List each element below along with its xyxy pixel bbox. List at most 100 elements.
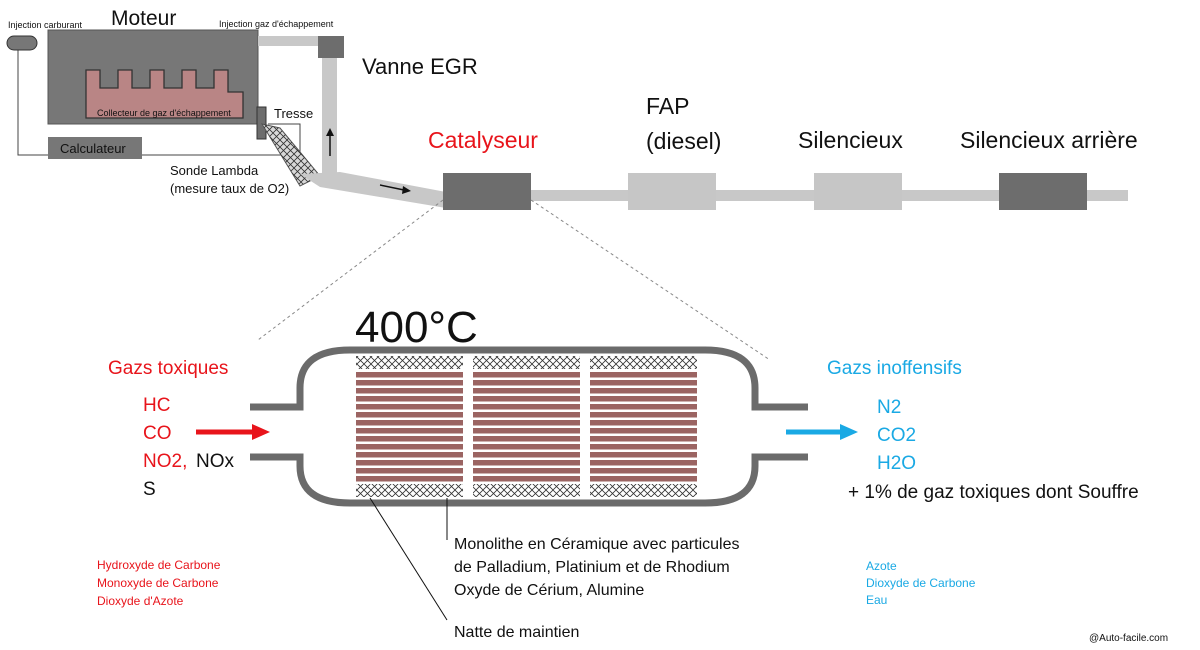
engine-title: Moteur [111, 7, 176, 30]
monolith-channel [590, 436, 697, 442]
harmless-gas-co2: CO2 [877, 425, 916, 446]
monolith-channel [356, 412, 463, 418]
egr-flow-arrow-head [326, 128, 334, 136]
monolith-channel [473, 372, 580, 378]
exhaust-manifold [85, 69, 244, 119]
toxic-gas-no2: NO2, [143, 451, 187, 472]
harmless-name-0: Azote [866, 559, 897, 573]
rear-muffler-label: Silencieux arrière [960, 127, 1138, 153]
monolith-channel [590, 396, 697, 402]
zoom-line-right [530, 199, 771, 361]
monolith-channel [473, 436, 580, 442]
monolith-channel [356, 444, 463, 450]
dpf-sublabel: (diesel) [646, 128, 721, 154]
monolith-channel [473, 428, 580, 434]
monolith-channel [590, 444, 697, 450]
mat-label: Natte de maintien [454, 624, 579, 641]
monolith-channel [356, 372, 463, 378]
toxic-inflow-arrow-head [252, 424, 270, 440]
fuel-injector-icon [6, 35, 38, 51]
egr-circuit [258, 36, 344, 178]
monolith-channel [473, 468, 580, 474]
monolith-channel [590, 372, 697, 378]
catalyst-cutaway [250, 346, 808, 507]
monolith-channel [473, 396, 580, 402]
clean-outflow-arrow-head [840, 424, 858, 440]
catalyst-shell-top [250, 346, 808, 411]
monolith-channel [473, 388, 580, 394]
toxic-gas-s: S [143, 479, 156, 500]
egr-valve-icon [318, 36, 344, 58]
braid-label: Tresse [274, 106, 313, 121]
ecu-box [48, 137, 142, 159]
dpf-label: FAP [646, 93, 689, 119]
retaining-mat-top-0 [356, 356, 463, 369]
catalyst-label: Catalyseur [428, 127, 538, 153]
muffler-label: Silencieux [798, 127, 903, 153]
temperature-label: 400°C [355, 303, 478, 352]
fuel-injection-label: Injection carburant [8, 20, 83, 30]
braid-hatch [262, 124, 320, 186]
exhaust-flow-arrow-head [402, 186, 411, 194]
toxic-gases-title: Gazs toxiques [108, 358, 228, 379]
monolith-channel [356, 396, 463, 402]
harmless-gas-n2: N2 [877, 397, 901, 418]
monolith-channel [356, 476, 463, 482]
toxic-name-2: Dioxyde d'Azote [97, 594, 184, 608]
harmless-name-2: Eau [866, 593, 887, 607]
monolith-channel [473, 460, 580, 466]
monolith-channel [473, 452, 580, 458]
retaining-mat-bottom-2 [590, 484, 697, 497]
residual-toxic-label: + 1% de gaz toxiques dont Souffre [848, 482, 1139, 503]
monolith-channel [356, 388, 463, 394]
zoom-line-left [257, 199, 444, 341]
manifold-label: Collecteur de gaz d'échappement [97, 108, 231, 118]
monolith-channel [473, 444, 580, 450]
monolith-channel [590, 460, 697, 466]
toxic-gas-hc: HC [143, 395, 170, 416]
muffler-box [814, 173, 902, 210]
egr-valve-label: Vanne EGR [362, 54, 478, 79]
harmless-gas-h2o: H2O [877, 453, 916, 474]
monolith-label-line-2: de Palladium, Platinium et de Rhodium [454, 559, 730, 576]
monolith-label-line-3: Oxyde de Cérium, Alumine [454, 582, 644, 599]
exhaust-injection-label: Injection gaz d'échappement [219, 19, 334, 29]
monolith-channel [473, 380, 580, 386]
retaining-mat-bottom-1 [473, 484, 580, 497]
monolith-channel [590, 476, 697, 482]
exhaust-pipe [300, 172, 1128, 210]
monolith-channel [356, 420, 463, 426]
monolith-channel [590, 452, 697, 458]
retaining-mat-top-2 [590, 356, 697, 369]
monolith-channel [356, 436, 463, 442]
monolith-channel [356, 404, 463, 410]
retaining-mat-bottom-0 [356, 484, 463, 497]
monolith-channel [473, 412, 580, 418]
downpipe [300, 172, 446, 208]
catalyst-box [443, 173, 531, 210]
monolith-channel [473, 404, 580, 410]
monolith-channel [356, 468, 463, 474]
credit-label: @Auto-facile.com [1089, 633, 1168, 644]
harmless-gases-title: Gazs inoffensifs [827, 358, 962, 379]
ecu-wire [17, 42, 301, 156]
monolith-label-line-1: Monolithe en Céramique avec particules [454, 536, 739, 553]
rear-muffler-box [999, 173, 1087, 210]
egr-vertical-pipe [322, 50, 337, 178]
monolith-channel [356, 460, 463, 466]
monolith-channel [356, 428, 463, 434]
main-pipe [446, 190, 1128, 201]
toxic-name-1: Monoxyde de Carbone [97, 576, 219, 590]
monolith-channel [356, 452, 463, 458]
egr-horizontal-pipe [258, 36, 320, 46]
toxic-gas-nox: NOx [196, 451, 235, 472]
mat-leader-line [369, 497, 448, 621]
monolith-channel [590, 380, 697, 386]
dpf-box [628, 173, 716, 210]
monolith-channel [590, 428, 697, 434]
ecu-label: Calculateur [60, 141, 126, 156]
monolith-channel [473, 420, 580, 426]
ceramic-monoliths [356, 356, 697, 497]
